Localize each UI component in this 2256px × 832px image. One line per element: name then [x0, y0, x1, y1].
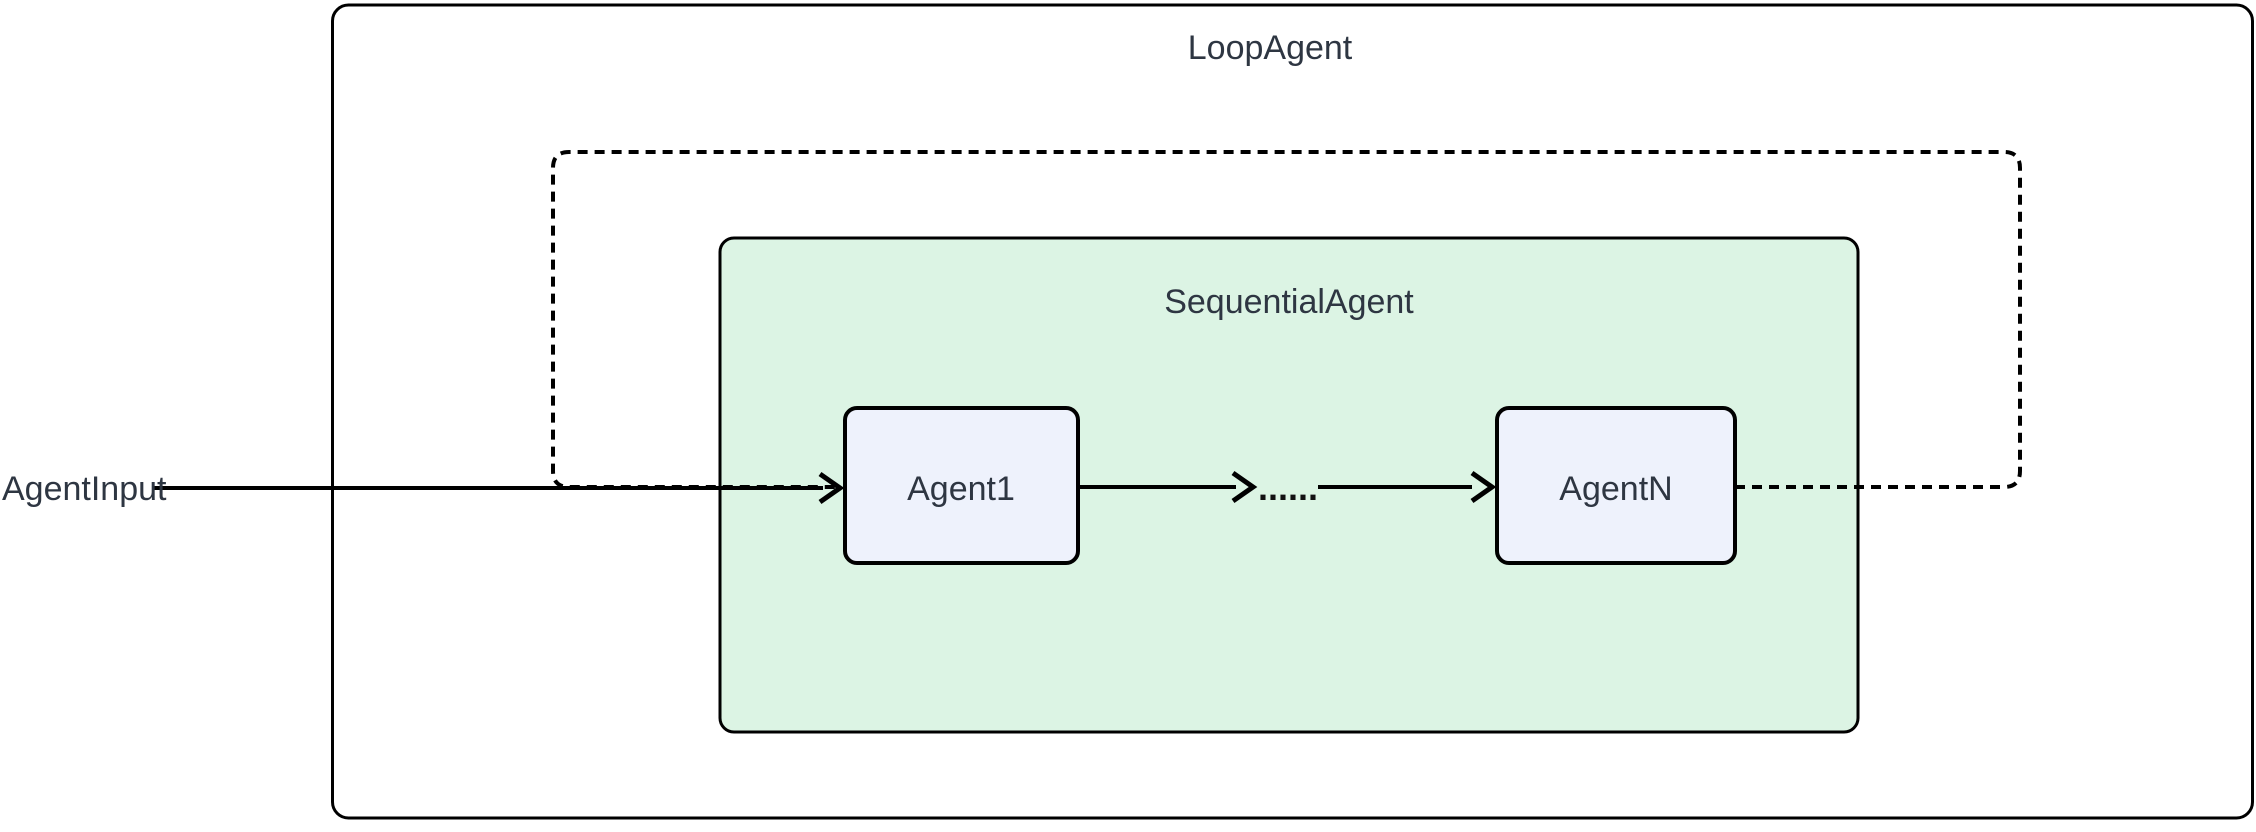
arrowhead-into-ellipsis: [1231, 470, 1258, 504]
agentn-label: AgentN: [1559, 470, 1672, 508]
ellipsis-label: ......: [1258, 467, 1318, 508]
loop-agent-label: LoopAgent: [1188, 29, 1353, 67]
agent-input-arrow: [153, 471, 845, 505]
agent-input-label: AgentInput: [2, 470, 167, 508]
agentn-node: [1495, 406, 1737, 565]
agent1-node: [843, 406, 1080, 565]
agent1-label: Agent1: [907, 470, 1015, 508]
ellipsis-to-agentn-arrow: [1318, 470, 1497, 504]
arrowhead-into-agent1: [818, 471, 845, 505]
sequential-agent-label: SequentialAgent: [1164, 283, 1414, 321]
agent1-to-ellipsis-arrow: [1078, 470, 1258, 504]
arrowhead-into-agentn: [1470, 470, 1497, 504]
